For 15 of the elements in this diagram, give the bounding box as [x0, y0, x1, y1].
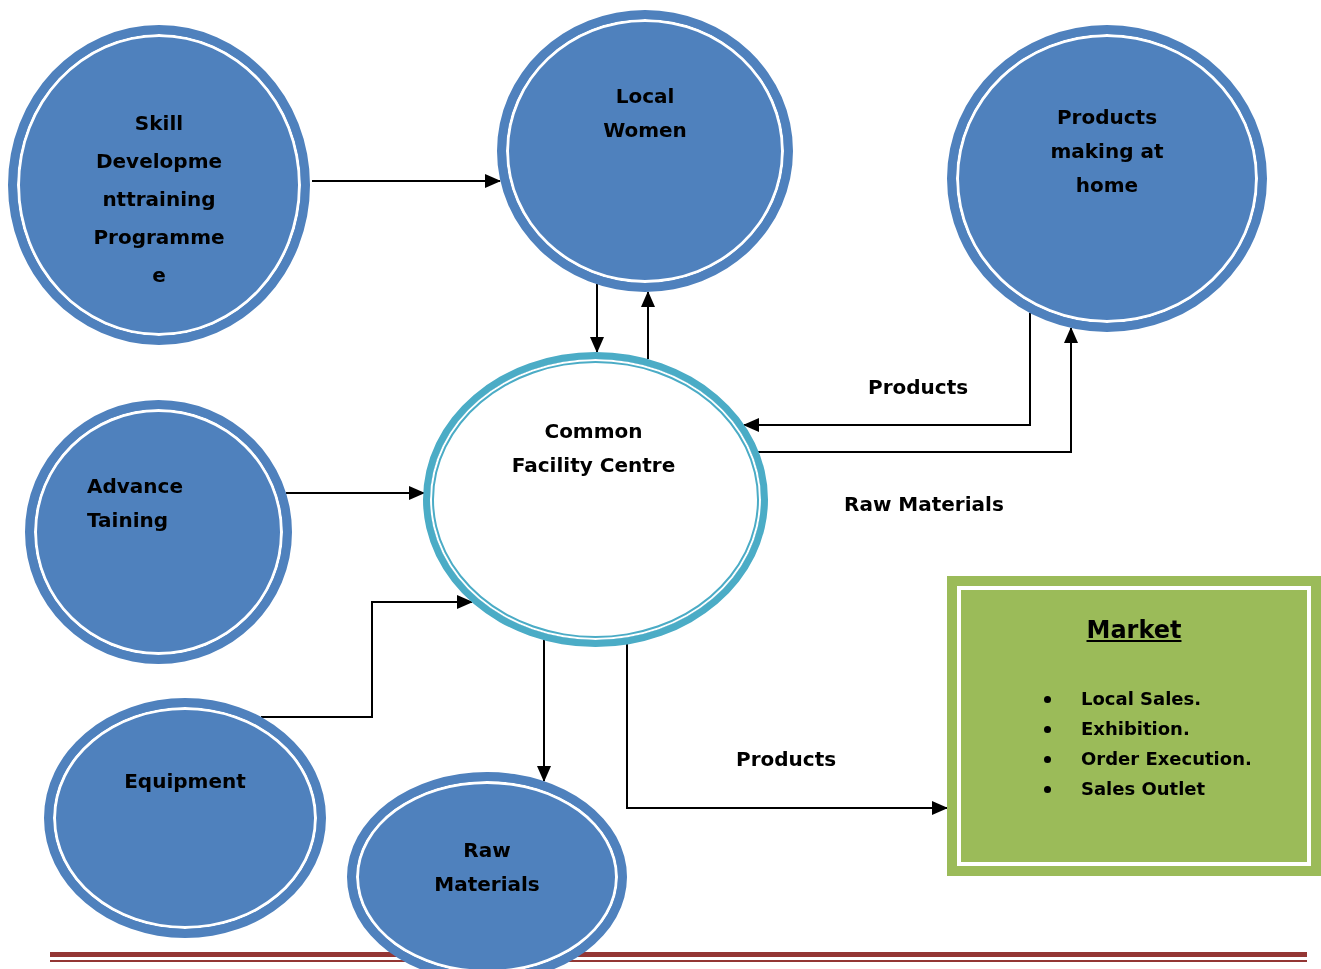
heading: Market — [1086, 616, 1182, 644]
node-label: Raw Materials — [433, 837, 541, 898]
list-item: Sales Outlet — [1081, 778, 1206, 799]
market-box — [947, 576, 1321, 876]
node-label: Advance Taining — [87, 473, 184, 534]
list-item: Exhibition. — [1081, 718, 1190, 739]
node-label: Local Women — [602, 83, 688, 144]
list-item: Local Sales. — [1081, 688, 1202, 709]
list-item: Order Execution. — [1081, 748, 1252, 769]
node-label: Common Facility Centre — [510, 418, 677, 479]
node-label: Products making at home — [1049, 104, 1165, 199]
node-label: Skill Developme nttraining Programme e — [92, 110, 226, 289]
arrow — [311, 174, 501, 188]
node-label: Equipment — [123, 768, 247, 795]
arrow — [285, 486, 425, 500]
